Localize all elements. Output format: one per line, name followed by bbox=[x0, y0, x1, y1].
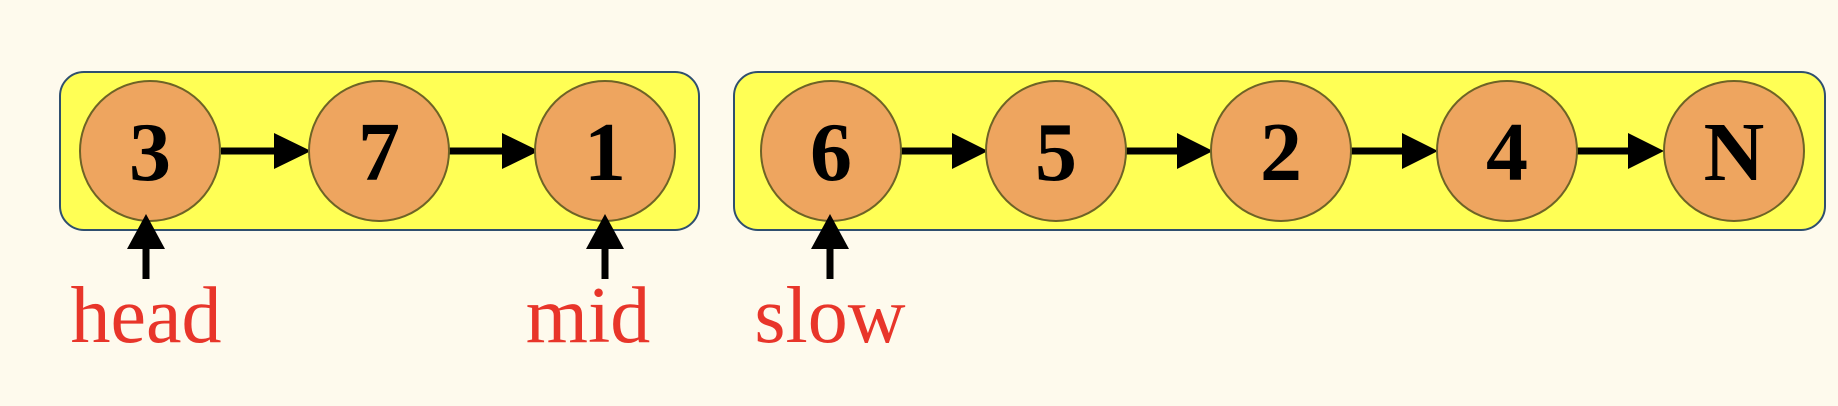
pointer-label-mid: mid bbox=[526, 272, 650, 360]
node-label: N bbox=[1704, 106, 1765, 199]
node-4: 4 bbox=[1436, 80, 1578, 222]
node-label: 2 bbox=[1260, 106, 1302, 199]
node-label: 3 bbox=[129, 106, 171, 199]
link-2-to-4 bbox=[1351, 133, 1438, 169]
link-7-to-1 bbox=[449, 133, 539, 169]
pointer-head: head bbox=[70, 214, 222, 360]
link-4-to-N bbox=[1577, 133, 1664, 169]
node-5: 5 bbox=[985, 80, 1127, 222]
node-label: 7 bbox=[358, 106, 400, 199]
link-5-to-2 bbox=[1126, 133, 1213, 169]
node-7: 7 bbox=[308, 80, 450, 222]
pointer-slow: slow bbox=[754, 214, 906, 360]
node-1: 1 bbox=[534, 80, 676, 222]
link-3-to-7 bbox=[221, 133, 311, 169]
pointer-label-slow: slow bbox=[754, 272, 905, 360]
pointer-mid: mid bbox=[526, 214, 650, 360]
node-N: N bbox=[1663, 80, 1805, 222]
node-label: 1 bbox=[584, 106, 626, 199]
node-label: 6 bbox=[810, 106, 852, 199]
link-6-to-5 bbox=[901, 133, 988, 169]
node-2: 2 bbox=[1210, 80, 1352, 222]
node-label: 4 bbox=[1486, 106, 1528, 199]
node-label: 5 bbox=[1035, 106, 1077, 199]
pointer-label-head: head bbox=[70, 272, 221, 360]
node-3: 3 bbox=[79, 80, 221, 222]
node-6: 6 bbox=[760, 80, 902, 222]
